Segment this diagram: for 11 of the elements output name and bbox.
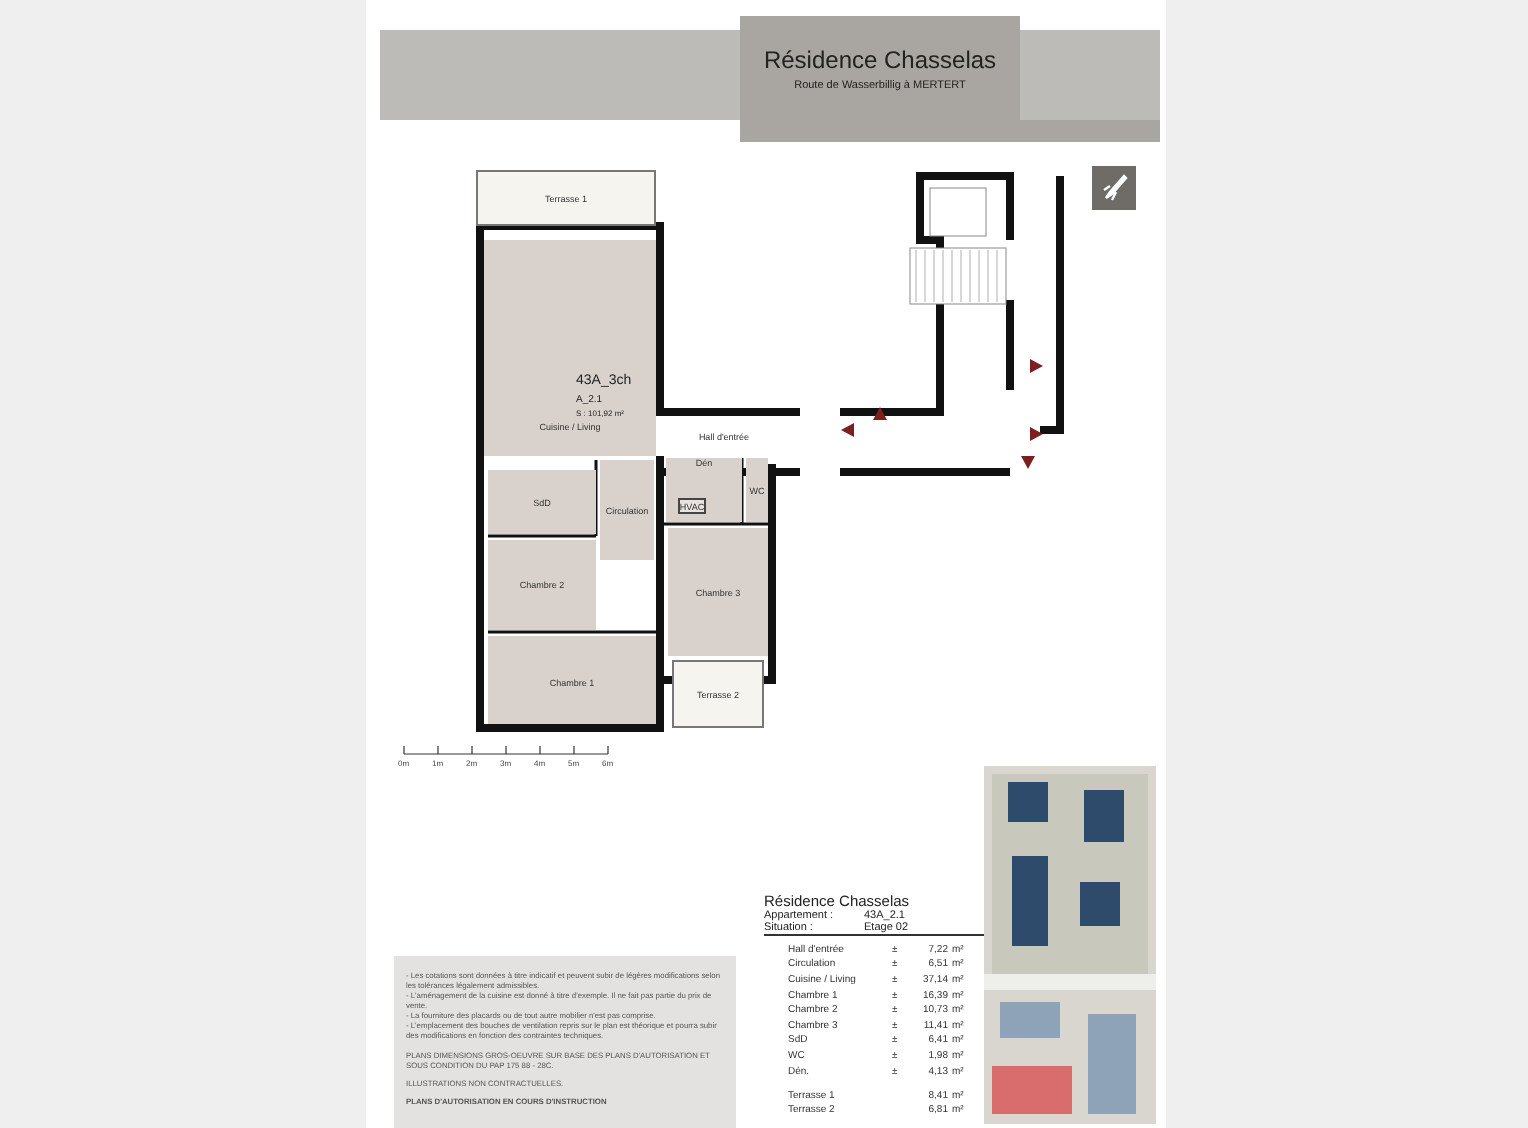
room-area (488, 470, 596, 534)
title: Résidence Chasselas (763, 45, 997, 73)
room-area (600, 460, 654, 560)
room-area (488, 636, 656, 724)
room-area (672, 660, 764, 728)
room-area (668, 528, 768, 656)
room-area (484, 240, 656, 456)
room-area (488, 540, 596, 630)
room-area (476, 170, 656, 226)
room-area (666, 458, 742, 522)
room-area (746, 458, 768, 522)
